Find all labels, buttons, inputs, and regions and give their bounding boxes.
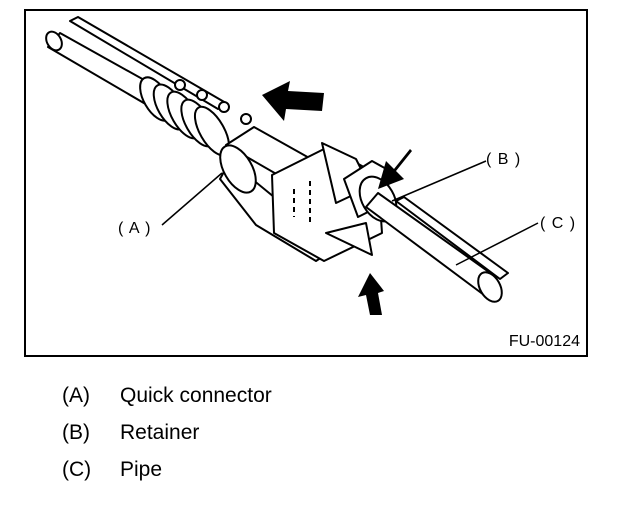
leader-line-c [455,222,539,266]
legend-label: Pipe [120,458,163,481]
pull-direction-arrow [262,81,324,121]
legend-item-quick-connector: (A) Quick connector [62,384,272,421]
callout-a: ( A ) [118,220,152,237]
legend-item-pipe: (C) Pipe [62,458,272,495]
legend-item-retainer: (B) Retainer [62,421,272,458]
pipe-right-section [365,192,509,303]
arrows [262,81,412,315]
leader-line-a [161,172,223,226]
press-arrow-bottom [358,273,384,315]
press-arrow-top [378,149,412,189]
figure-code: FU-00124 [508,333,580,350]
leader-lines [161,160,539,266]
callout-c: ( C ) [540,215,577,232]
legend-label: Retainer [120,421,200,444]
callout-b: ( B ) [486,151,522,168]
legend-key: (C) [62,458,92,481]
legend-label: Quick connector [120,384,272,407]
leader-line-b [391,160,487,202]
legend-key: (B) [62,421,90,444]
legend-key: (A) [62,384,90,407]
ribbed-hose [139,76,252,157]
legend: (A) Quick connector (B) Retainer (C) Pip… [62,384,272,495]
diagram-figure: ( A ) ( B ) ( C ) FU-00124 [24,9,588,357]
quick-connector-illustration [45,16,539,315]
